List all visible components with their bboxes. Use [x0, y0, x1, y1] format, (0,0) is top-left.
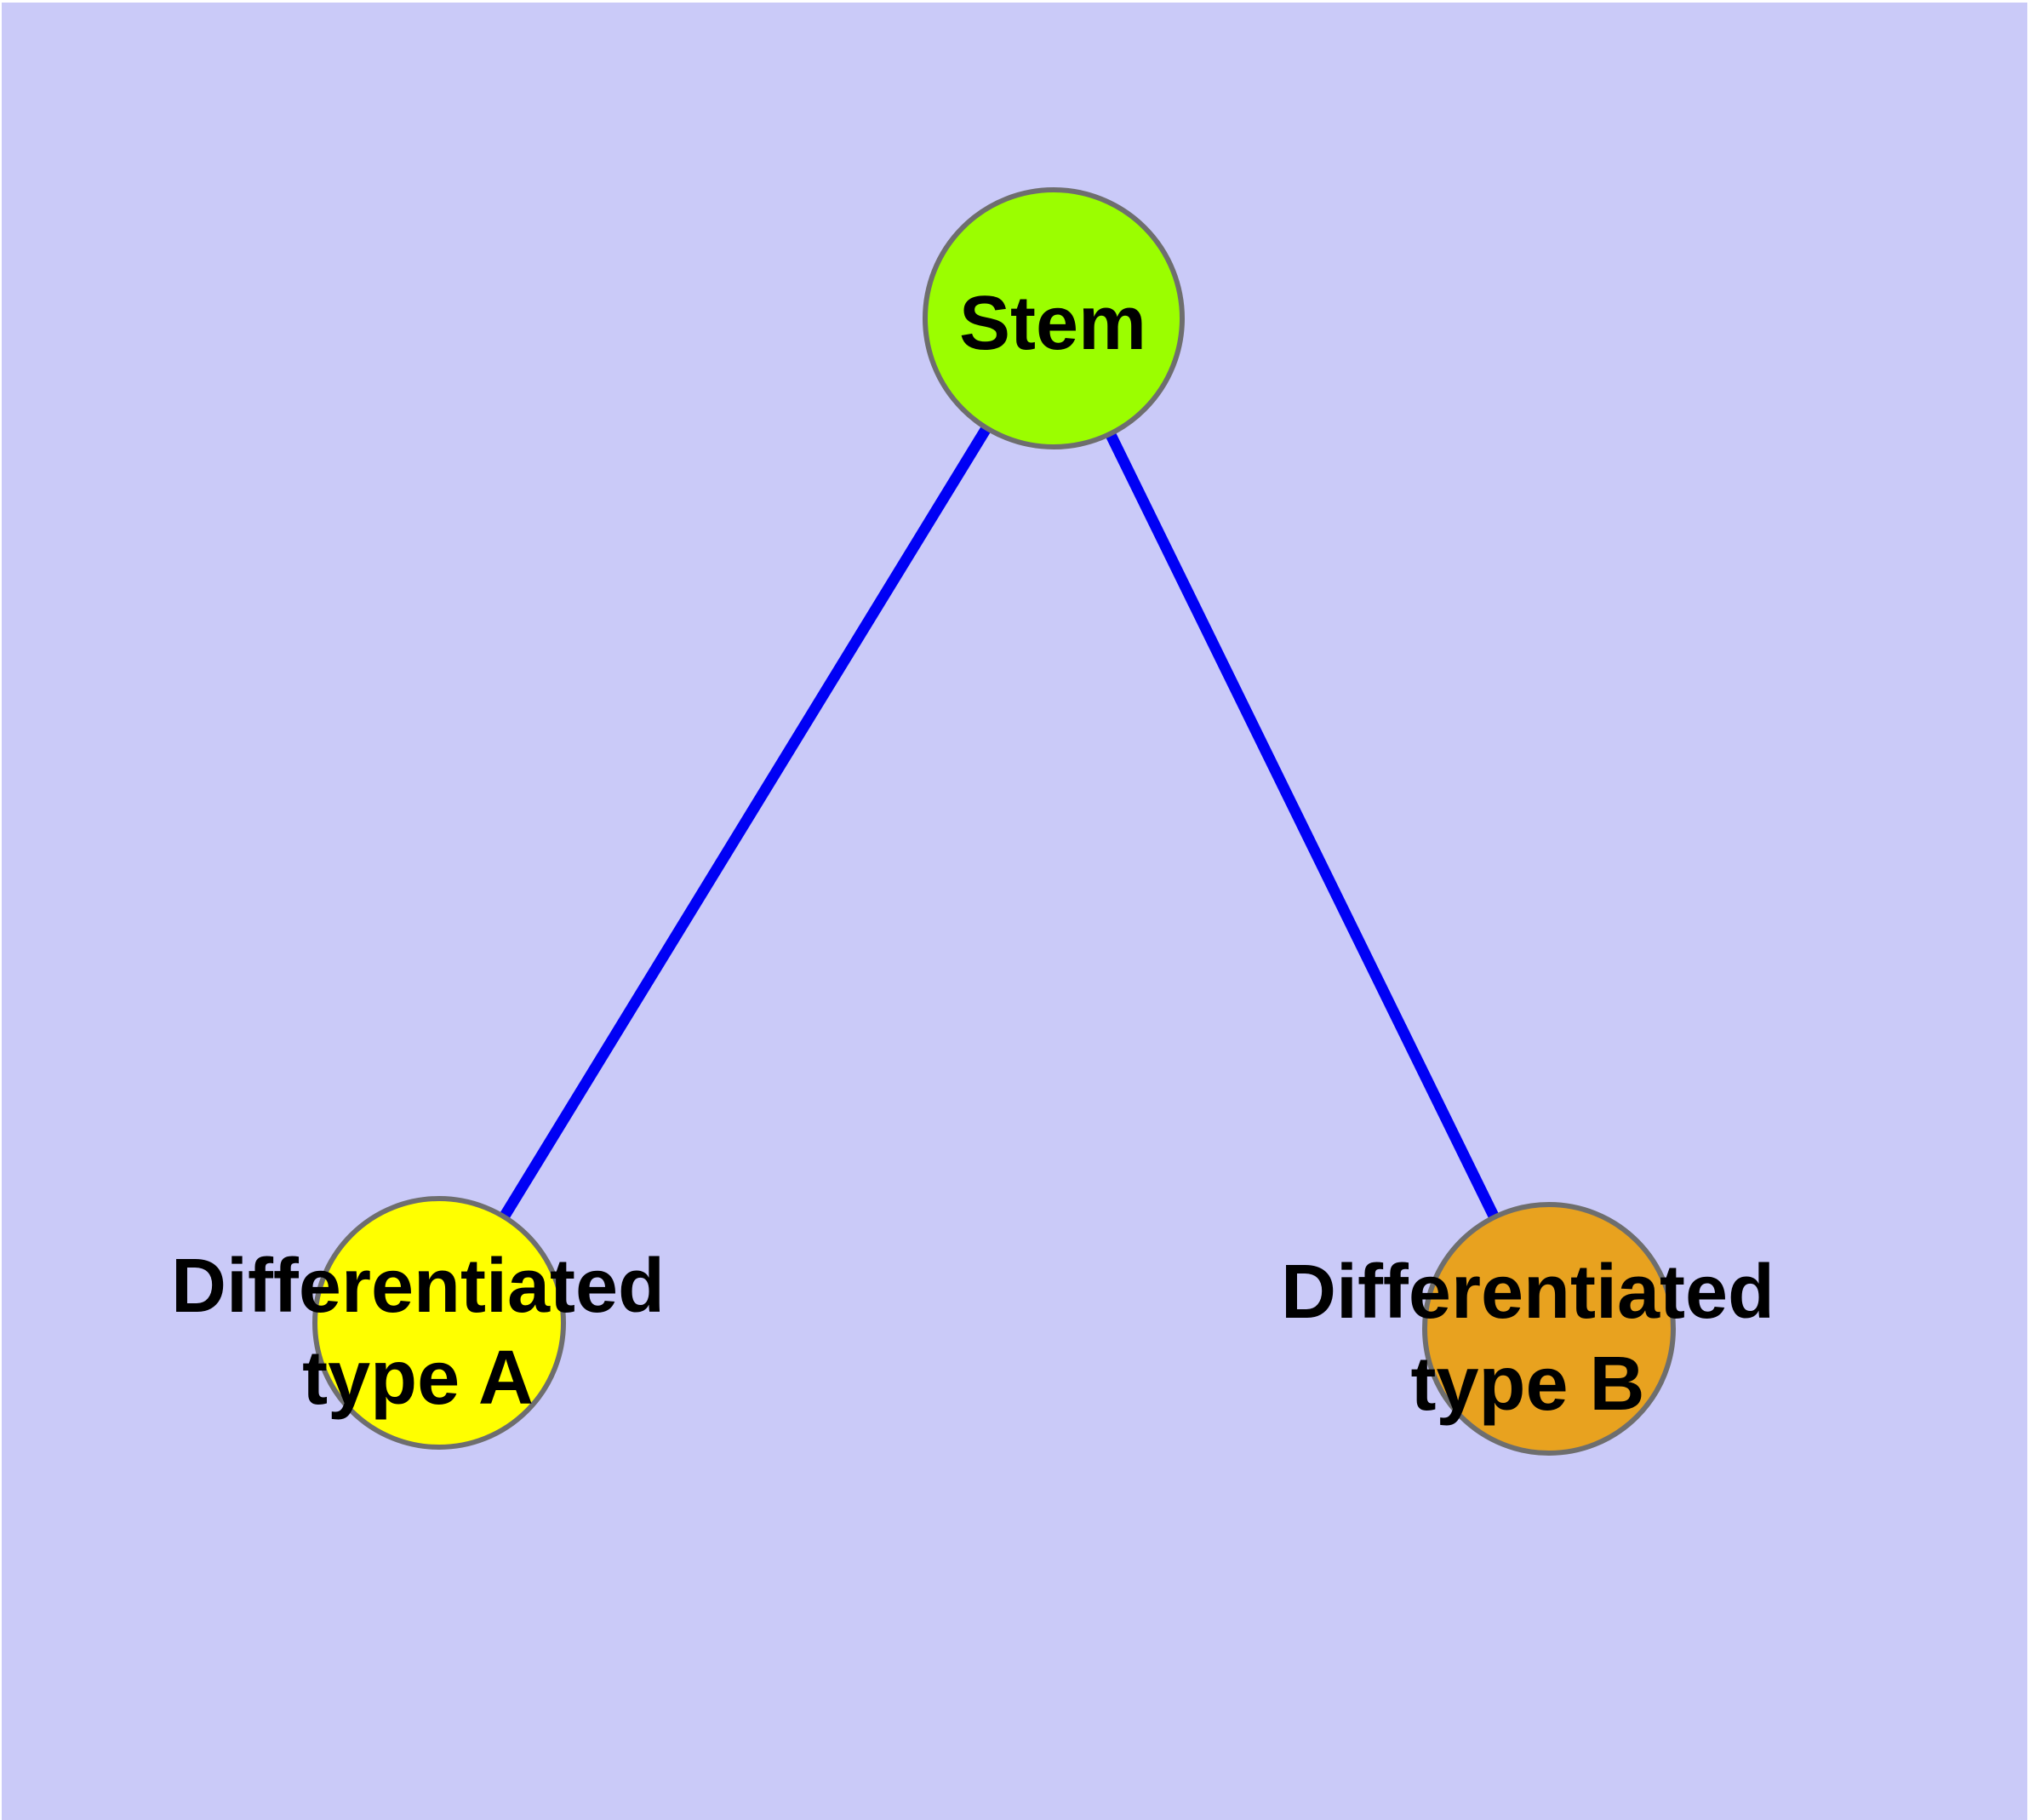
stem-node-label: Stem	[959, 281, 1146, 366]
edge-stem-to-type-b	[1049, 316, 1554, 1331]
type-a-node-circle	[312, 1196, 566, 1450]
type-b-node-label-line2: type B	[1410, 1342, 1644, 1427]
stem-node-circle	[923, 187, 1185, 449]
node-stem: Stem	[923, 187, 1185, 449]
type-a-node-label-line2: type A	[302, 1336, 534, 1421]
type-b-node-circle	[1422, 1202, 1676, 1456]
node-differentiated-type-b: Differentiated type B	[1281, 1202, 1775, 1456]
edge-layer	[434, 315, 1554, 1331]
edge-stem-to-type-a	[434, 315, 1059, 1326]
type-b-node-label-line1: Differentiated	[1281, 1250, 1775, 1335]
node-differentiated-type-a: Differentiated type A	[171, 1196, 665, 1450]
type-a-node-label-line1: Differentiated	[171, 1244, 665, 1329]
